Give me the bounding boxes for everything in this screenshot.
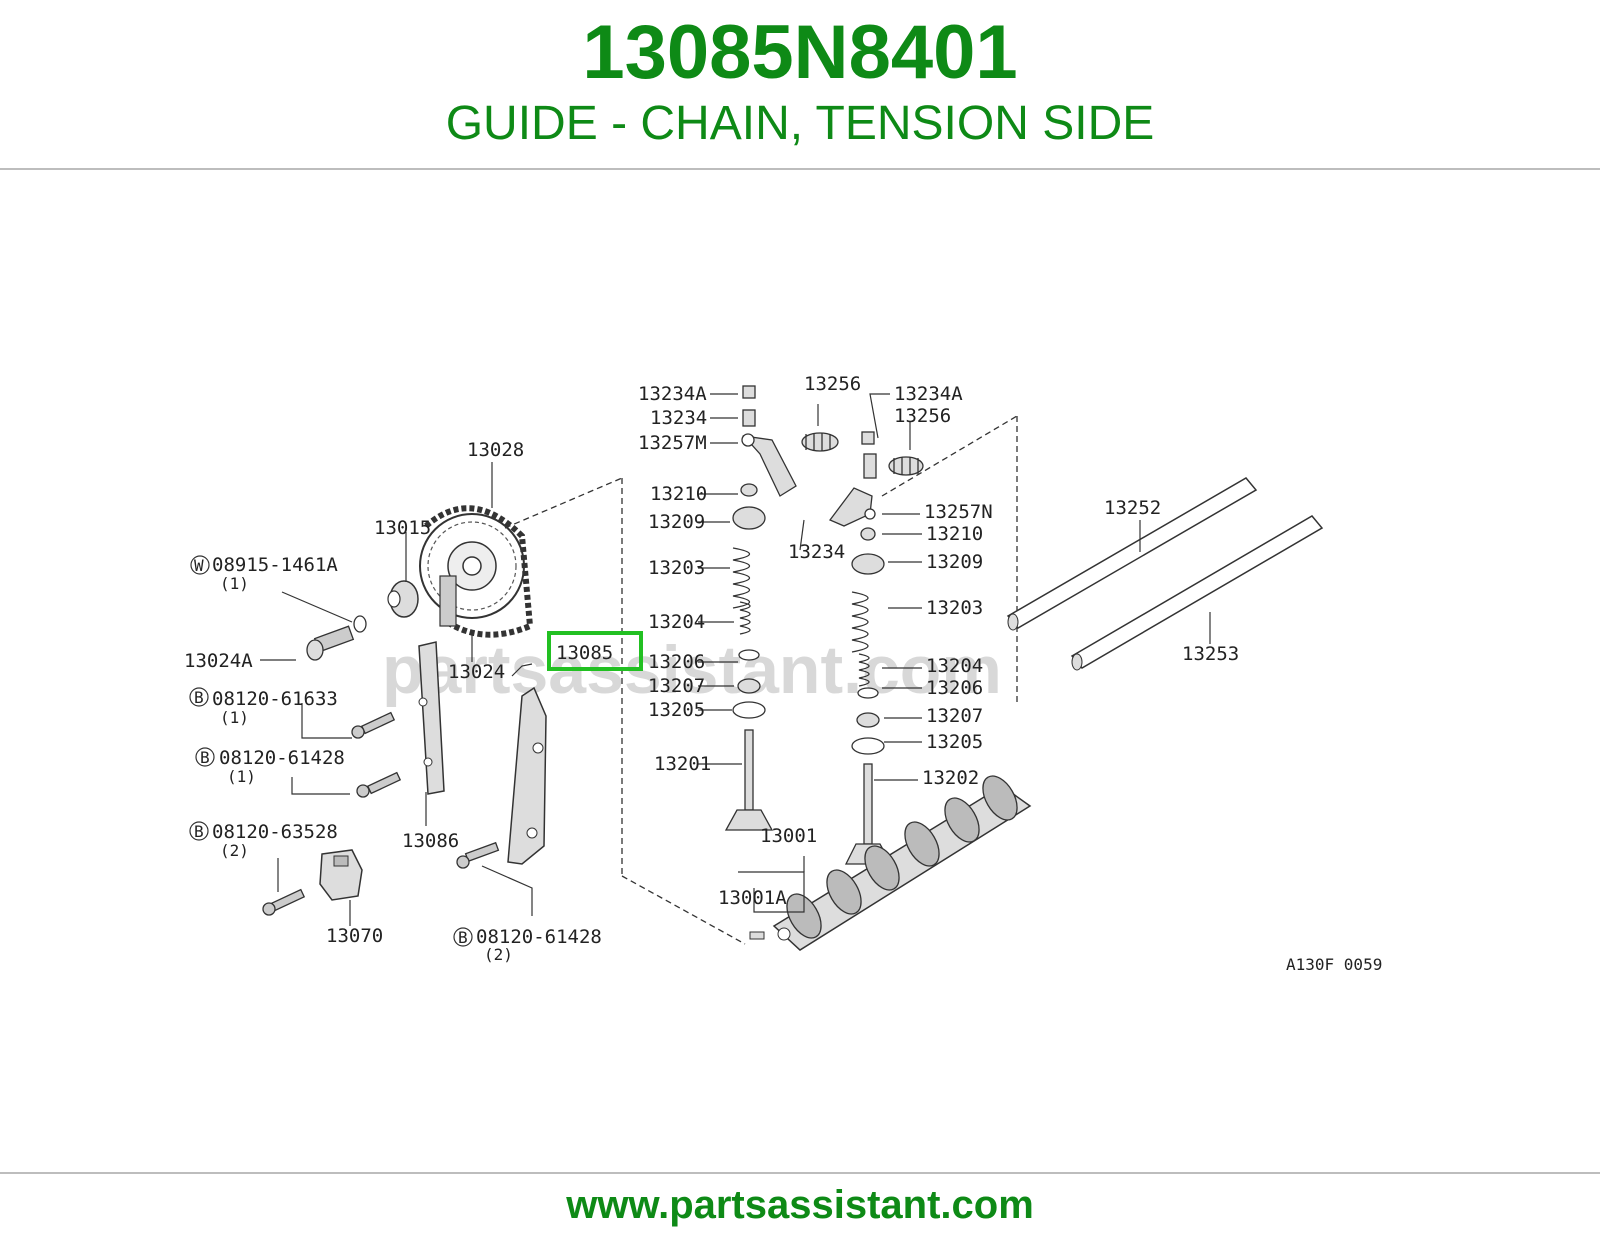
label-13234A-right: 13234A	[894, 383, 963, 405]
highlighted-part-label: 13085	[556, 642, 613, 664]
label-13209-left: 13209	[648, 511, 705, 533]
bolt-symbol: B	[194, 822, 204, 841]
label-13203-right: 13203	[926, 597, 983, 619]
label-08120-61428-b: 08120-61428	[476, 926, 602, 948]
label-13086: 13086	[402, 830, 459, 852]
slack-side-guide-13086	[418, 641, 445, 795]
label-13001A: 13001A	[718, 887, 787, 909]
label-08915-1461A: 08915-1461A	[212, 554, 338, 576]
label-13204-left: 13204	[648, 611, 705, 633]
bolt-symbol: B	[194, 688, 204, 707]
bolt-symbol: B	[200, 748, 210, 767]
label-13206-right: 13206	[926, 677, 983, 699]
label-13201: 13201	[654, 753, 711, 775]
label-13252: 13252	[1104, 497, 1161, 519]
label-08120-63528: 08120-63528	[212, 821, 338, 843]
chain-tensioner-13070	[319, 849, 363, 901]
camshaft-bolt-13024A	[306, 615, 367, 661]
label-13202: 13202	[922, 767, 979, 789]
right-valve-stack	[828, 431, 924, 865]
dashed-callout-lines	[504, 415, 1018, 945]
label-13206-left: 13206	[648, 651, 705, 673]
label-13234-middle: 13234	[788, 541, 845, 563]
label-13024: 13024	[448, 661, 505, 683]
footer-website-link[interactable]: www.partsassistant.com	[566, 1183, 1034, 1227]
label-08120-61633: 08120-61633	[212, 688, 338, 710]
part-labels: 13028 13015 08915-1461A (1) 13024A 13024…	[184, 373, 1239, 964]
label-13070: 13070	[326, 925, 383, 947]
label-13256-left: 13256	[804, 373, 861, 395]
page-header: 13085N8401 GUIDE - CHAIN, TENSION SIDE	[0, 0, 1600, 170]
label-13256-right: 13256	[894, 405, 951, 427]
label-13207-left: 13207	[648, 675, 705, 697]
label-13234-left: 13234	[650, 407, 707, 429]
label-08120-63528-qty: (2)	[220, 841, 249, 860]
header-divider	[0, 168, 1600, 170]
label-13205-right: 13205	[926, 731, 983, 753]
guide-bolts	[262, 711, 500, 916]
label-13015: 13015	[374, 517, 431, 539]
parts-diagram-svg: partsassistant.com	[182, 336, 1420, 1012]
label-13207-right: 13207	[926, 705, 983, 727]
label-13253: 13253	[1182, 643, 1239, 665]
label-13210-right: 13210	[926, 523, 983, 545]
label-13257N: 13257N	[924, 501, 993, 523]
rocker-shafts	[1006, 477, 1324, 671]
label-08120-61633-qty: (1)	[220, 708, 249, 727]
label-13205-left: 13205	[648, 699, 705, 721]
label-13234A-left: 13234A	[638, 383, 707, 405]
label-08120-61428-a-qty: (1)	[227, 767, 256, 786]
sprocket-chain-assembly	[419, 505, 534, 638]
part-name-subtitle: GUIDE - CHAIN, TENSION SIDE	[445, 97, 1155, 150]
figure-code: A130F 0059	[1286, 955, 1382, 974]
tension-side-guide-13085	[507, 686, 547, 865]
label-13257M: 13257M	[638, 432, 707, 454]
label-08120-61428-a: 08120-61428	[219, 747, 345, 769]
highlighted-part-box	[547, 631, 643, 671]
label-13209-right: 13209	[926, 551, 983, 573]
footer-divider	[0, 1172, 1600, 1174]
label-08915-qty: (1)	[220, 574, 249, 593]
label-13001: 13001	[760, 825, 817, 847]
left-valve-stack	[724, 385, 839, 831]
bolt-symbol: B	[458, 928, 468, 947]
label-13210-left: 13210	[650, 483, 707, 505]
watermark-text: partsassistant.com	[382, 632, 1002, 708]
label-13028: 13028	[467, 439, 524, 461]
spacer-13015	[387, 580, 419, 618]
camshaft-13001	[749, 775, 1032, 951]
leader-lines	[260, 393, 1211, 926]
label-13203-left: 13203	[648, 557, 705, 579]
label-13024A: 13024A	[184, 650, 253, 672]
symbol-circles	[189, 555, 473, 947]
label-08120-61428-b-qty: (2)	[484, 945, 513, 964]
washer-symbol: W	[194, 556, 204, 575]
label-13204-right: 13204	[926, 655, 983, 677]
parts-diagram: partsassistant.com	[182, 336, 1420, 1012]
part-number-title: 13085N8401	[582, 10, 1018, 95]
